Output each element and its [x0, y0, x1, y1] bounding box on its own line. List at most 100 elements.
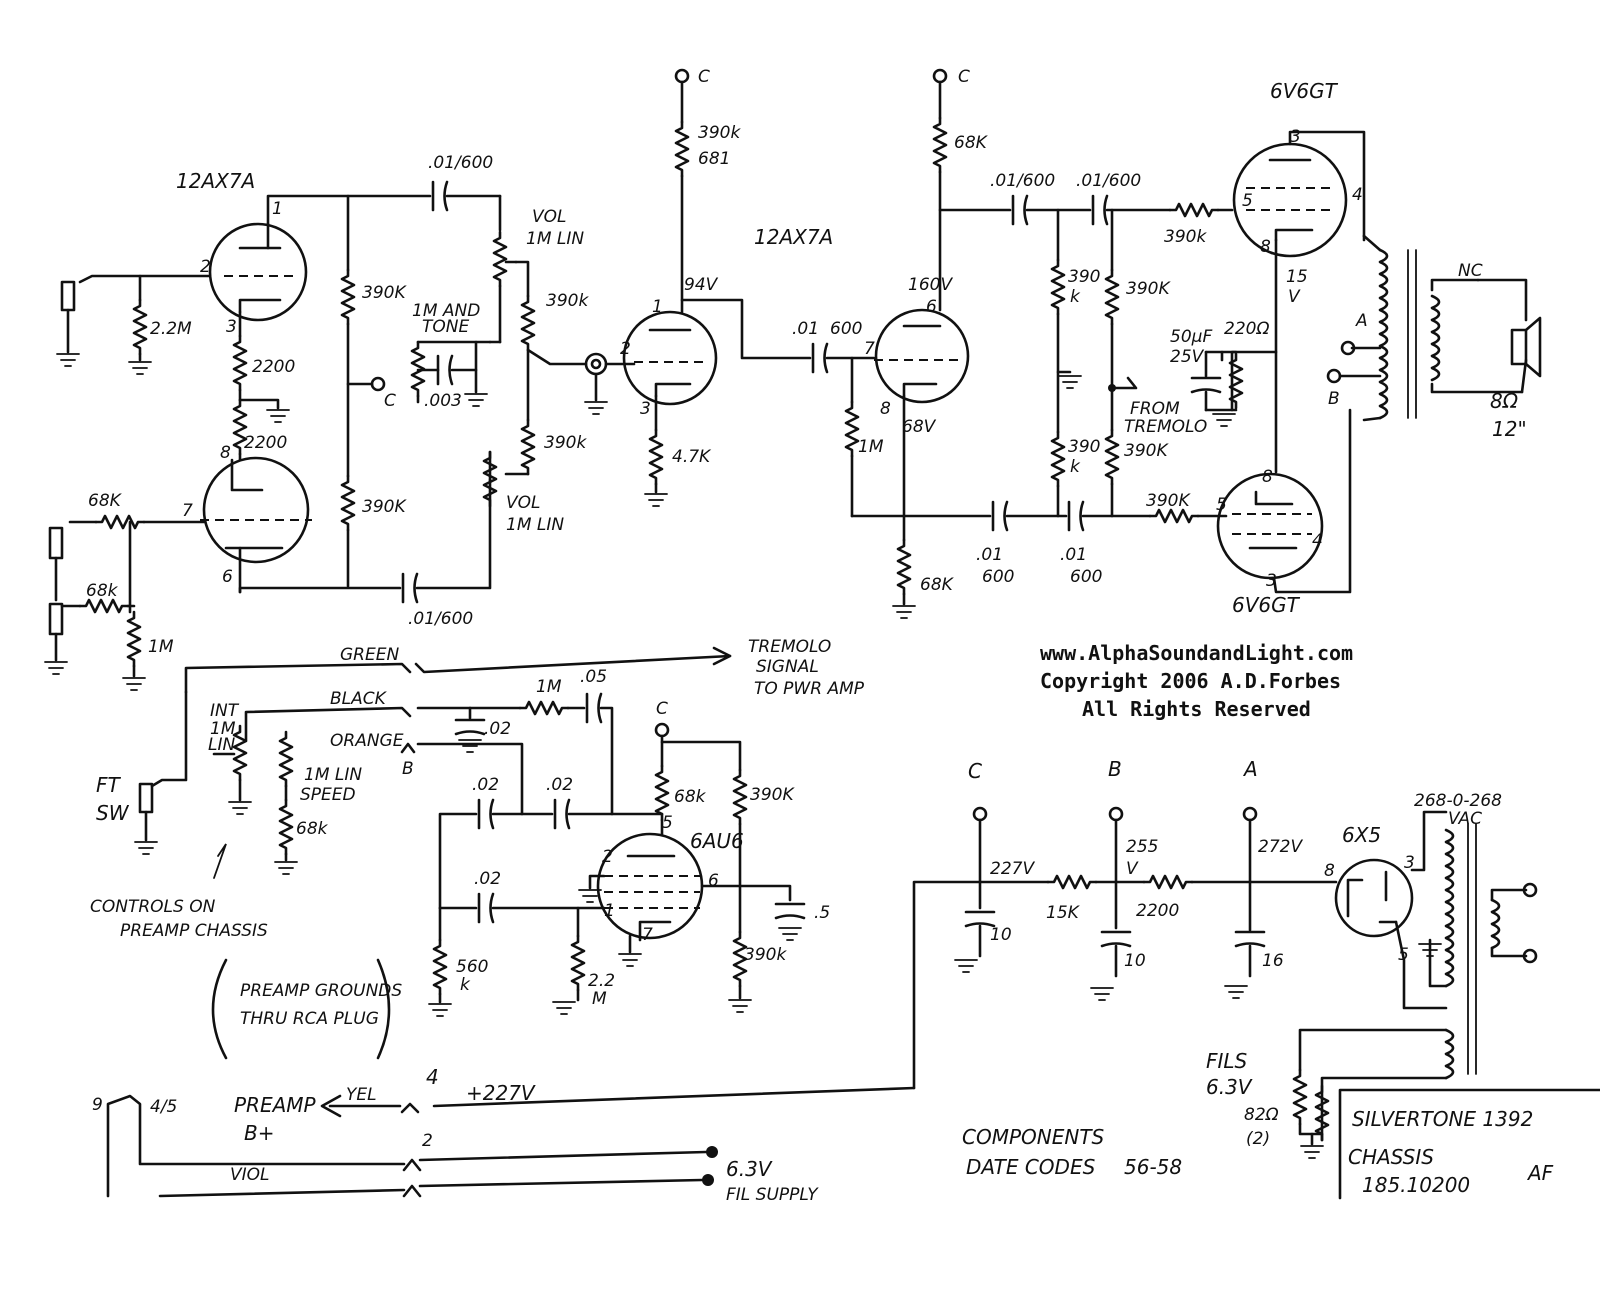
v2-tube-a	[622, 310, 718, 406]
spk-inch-label: 12"	[1492, 417, 1527, 441]
volt-227-label: 227V	[990, 859, 1035, 879]
controls-label-1: CONTROLS ON	[90, 897, 216, 917]
int-1m-label: 1M	[210, 719, 236, 739]
copyright-url: www.AlphaSoundandLight.com	[1040, 641, 1353, 665]
node-c-label-2: C	[698, 67, 710, 87]
plus227-label: +227V	[466, 1081, 536, 1105]
cap-01-600-e2-label: 600	[982, 567, 1014, 587]
grounds-label-1: PREAMP GROUNDS	[240, 981, 402, 1001]
int-lin-label: LIN	[208, 735, 235, 755]
int-label: INT	[210, 701, 240, 721]
res-1m-in-label: 1M	[148, 637, 174, 657]
from-tremolo-label: TREMOLO	[1124, 417, 1207, 437]
res-68k-in1-label: 68K	[88, 491, 123, 511]
cap-01-600-e-label: .01	[976, 545, 1003, 565]
node-b-label-ot: B	[1328, 389, 1340, 409]
silvertone-model: SILVERTONE 1392	[1352, 1107, 1533, 1131]
rectifier-tube-6x5	[1334, 858, 1414, 938]
v2b-pin6-label: 6	[926, 297, 937, 317]
v1-pin1-label: 1	[272, 199, 283, 219]
res-82n-label: (2)	[1246, 1129, 1270, 1149]
res-390k-mix1-label: 390k	[546, 291, 589, 311]
cap-50uf-label: 50μF	[1170, 327, 1212, 347]
volt-255-label: 255	[1126, 837, 1158, 857]
wire-black-label: BLACK	[330, 689, 388, 709]
conn4-label: 4	[426, 1065, 439, 1089]
input-jack-1	[56, 274, 212, 375]
output-tube-bottom	[1216, 472, 1324, 580]
yel-label: YEL	[346, 1085, 377, 1105]
v1-pin6-label: 6	[222, 567, 233, 587]
fil-supply-label: FIL SUPPLY	[726, 1185, 819, 1205]
preamp-label-1: PREAMP	[234, 1093, 317, 1117]
volt-255v-label: V	[1126, 859, 1139, 879]
cap-01-600-b-label: .01/600	[408, 609, 473, 629]
res-390k-v2-label: 390k	[698, 123, 741, 143]
res-2-2m-trem-label: 2.2	[588, 971, 615, 991]
node-c-label-1: C	[384, 391, 396, 411]
grounds-label-2: THRU RCA PLUG	[240, 1009, 379, 1029]
res-68k-pi-label: 68K	[954, 133, 989, 153]
nc-label: NC	[1458, 261, 1483, 281]
output-transformer	[1326, 234, 1542, 422]
components-label: COMPONENTS	[962, 1125, 1105, 1149]
v1-pin2-label: 2	[200, 257, 211, 277]
cap-10-b-label: 10	[1124, 951, 1146, 971]
silvertone-chassis: CHASSIS	[1348, 1145, 1434, 1169]
volt-68-label: 68V	[902, 417, 937, 437]
res-k-b-label: k	[1070, 457, 1081, 477]
cap-01-600-c-label: .01/600	[990, 171, 1055, 191]
cap-02-a-label: .02	[484, 719, 511, 739]
fil-6-3v-label: 6.3V	[726, 1157, 773, 1181]
speed-label: SPEED	[300, 785, 356, 805]
trem-pin2: 2	[602, 847, 613, 867]
res-68k-pik-label: 68K	[920, 575, 955, 595]
cap-10-a-label: 10	[990, 925, 1012, 945]
v1-tube-bottom	[200, 456, 312, 594]
vac-label: VAC	[1448, 809, 1482, 829]
cap-02-c-label: .02	[546, 775, 573, 795]
res-2-2m-label: 2.2M	[150, 319, 192, 339]
res-68k-speed-label: 68k	[296, 819, 329, 839]
trem-tube-6au6	[596, 832, 704, 942]
res-2200-ps-label: 2200	[1136, 901, 1179, 921]
speed-lin-label: 1M LIN	[304, 765, 362, 785]
tone-label-1: 1M AND	[412, 301, 480, 321]
cap-5-label: .5	[814, 903, 830, 923]
res-4-7k-label: 4.7K	[672, 447, 712, 467]
res-1m-pi-label: 1M	[858, 437, 884, 457]
node-c-label-3: C	[958, 67, 970, 87]
res-560-k-label: k	[460, 975, 471, 995]
res-390k-gl-b-label: 390K	[1124, 441, 1169, 461]
date-codes-label: DATE CODES	[966, 1155, 1096, 1179]
node-c-ps-label: C	[968, 759, 982, 783]
trem-tube-label: 6AU6	[690, 829, 744, 853]
res-390k-g1-label: 390k	[1164, 227, 1207, 247]
conn9-label: 9	[92, 1095, 103, 1115]
res-15k-label: 15K	[1046, 903, 1081, 923]
tone-label-2: TONE	[422, 317, 469, 337]
conn-b-label: B	[402, 759, 414, 779]
cap-01-b-label: .01	[792, 319, 819, 339]
res-2200-a-label: 2200	[252, 357, 295, 377]
v2b-pin8-label: 8	[880, 399, 891, 419]
cap-003-label: .003	[424, 391, 462, 411]
volt-160-label: 160V	[908, 275, 953, 295]
vol1-label: VOL	[532, 207, 566, 227]
trem-sig-2: SIGNAL	[756, 657, 819, 677]
node-b-ps-label: B	[1108, 757, 1122, 781]
rights-line: All Rights Reserved	[1082, 697, 1311, 721]
preamp-label-2: B+	[244, 1121, 274, 1145]
out-bot-pin3: 3	[1266, 571, 1277, 591]
power-transformer	[1298, 810, 1538, 1142]
controls-label-2: PREAMP CHASSIS	[120, 921, 268, 941]
ft-label: FT	[96, 773, 122, 797]
res-390-a-label: 390	[1068, 267, 1100, 287]
cap-01-600-f-label: .01	[1060, 545, 1087, 565]
hv-label: 268-0-268	[1414, 791, 1502, 811]
trem-pin6: 6	[708, 871, 719, 891]
vol1-lin-label: 1M LIN	[526, 229, 584, 249]
res-68k-trem-label: 68k	[674, 787, 707, 807]
v1-pin3-label: 3	[226, 317, 237, 337]
out-bottom-label: 6V6GT	[1232, 593, 1301, 617]
